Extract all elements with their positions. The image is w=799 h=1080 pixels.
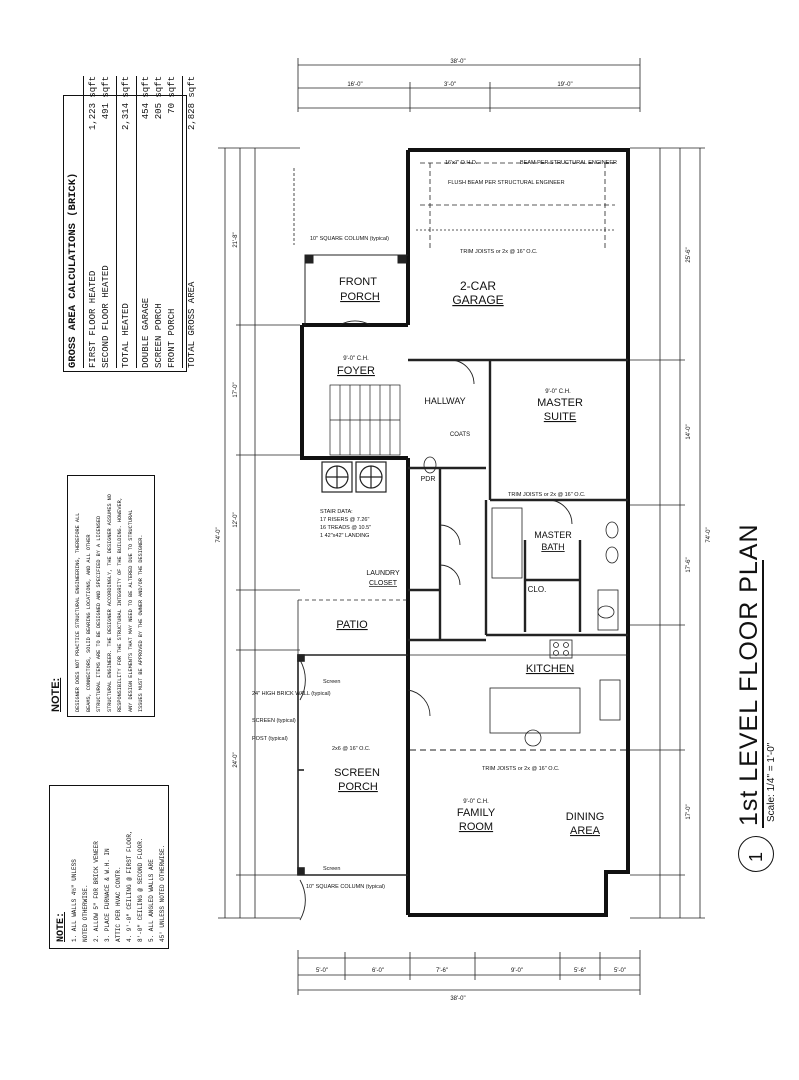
dim-left-segment: 12'-0" <box>233 512 239 527</box>
master-bath-label: MASTER <box>534 530 572 540</box>
family-room-label-2: ROOM <box>459 821 493 833</box>
family-room-label: FAMILY <box>457 807 496 819</box>
stair-data-line: 16 TREADS @ 10.5" <box>320 525 371 531</box>
stair-data-line: 17 RISERS @ 7.26" <box>320 517 369 523</box>
front-porch-label-2: PORCH <box>340 291 380 303</box>
garage-door-label: 16'x7' O.H.D. <box>445 160 478 166</box>
trim-porch-label: 2x6 @ 16" O.C. <box>332 746 371 752</box>
screen-door-label-2: Screen <box>323 866 340 872</box>
column-bottom-label: 10" SQUARE COLUMN (typical) <box>306 884 385 890</box>
dim-overall-width: 38'-0" <box>450 59 465 65</box>
dim-right-segment: 14'-0" <box>686 424 692 439</box>
trim-family-label: TRIM JOISTS or 2x @ 16" O.C. <box>482 766 560 772</box>
stair-data-line: STAIR DATA: <box>320 509 353 515</box>
screen-porch <box>297 599 408 876</box>
plan-title-underline <box>762 560 764 828</box>
laundry-label: LAUNDRY <box>366 570 400 577</box>
garage-details <box>416 162 615 250</box>
dim-top-segment: 19'-0" <box>557 82 572 88</box>
kitchen-label: KITCHEN <box>526 663 574 675</box>
room-labels: FRONT PORCH 2-CAR GARAGE 9'-0" C.H. FOYE… <box>334 276 604 837</box>
dim-bottom-segment: 5'-0" <box>614 968 626 974</box>
dim-top-segment: 3'-0" <box>444 82 456 88</box>
screen-porch-label: SCREEN <box>334 767 380 779</box>
dim-left-segment: 24'-0" <box>233 752 239 767</box>
dim-bottom-segment: 5'-0" <box>316 968 328 974</box>
garage-label-2: GARAGE <box>452 293 503 307</box>
dim-bottom-segment: 5'-6" <box>574 968 586 974</box>
pdr-label: PDR <box>421 476 436 483</box>
garage-label: 2-CAR <box>460 279 496 293</box>
screen-door-label: Screen <box>323 679 340 685</box>
annotations: 16'x7' O.H.D. BEAM PER STRUCTURAL ENGINE… <box>252 160 617 890</box>
dining-label-2: AREA <box>570 825 601 837</box>
stairs <box>329 384 401 456</box>
dim-left-segment: 17'-0" <box>233 382 239 397</box>
master-bath-label-2: BATH <box>541 542 564 552</box>
post-label: POST (typical) <box>252 736 288 742</box>
front-porch-label: FRONT <box>339 276 377 288</box>
gross-area-table <box>63 95 187 372</box>
dining-label: DINING <box>566 811 605 823</box>
hvac-units <box>321 461 387 493</box>
dim-bottom-segment: 7'-6" <box>436 968 448 974</box>
column-top-label: 10" SQUARE COLUMN (typical) <box>310 236 389 242</box>
beam-label: BEAM PER STRUCTURAL ENGINEER <box>520 160 617 166</box>
dimension-labels: 38'-0" 16'-0" 3'-0" 19'-0" 5'-0" 6'-0" 7… <box>216 59 712 1002</box>
dim-right-segment: 17'-6" <box>686 557 692 572</box>
screen-label: SCREEN (typical) <box>252 718 296 724</box>
master-suite-height: 9'-0" C.H. <box>545 389 571 395</box>
front-porch <box>304 254 408 325</box>
fixtures <box>410 456 628 747</box>
hallway-label: HALLWAY <box>424 396 465 406</box>
dim-bottom-segment: 6'-0" <box>372 968 384 974</box>
trim-master-label: TRIM JOISTS or 2x @ 16" O.C. <box>508 492 586 498</box>
general-note-box <box>49 785 169 949</box>
master-suite-label: MASTER <box>537 397 583 409</box>
stair-data-line: 1 42"x42" LANDING <box>320 533 369 539</box>
screen-porch-label-2: PORCH <box>338 781 378 793</box>
disclaimer-note-box <box>67 475 155 717</box>
interior-walls <box>408 358 628 751</box>
dim-left-segment: 21'-8" <box>233 232 239 247</box>
exterior-walls <box>300 148 630 917</box>
closet-label: CLO. <box>528 585 547 594</box>
dim-right-segment: 17'-0" <box>686 804 692 819</box>
patio-label: PATIO <box>336 619 368 631</box>
foyer-height: 9'-0" C.H. <box>343 356 369 362</box>
flush-beam-label: FLUSH BEAM PER STRUCTURAL ENGINEER <box>448 180 565 186</box>
brick-wall-label: 24" HIGH BRICK WALL (typical) <box>252 691 331 697</box>
plan-number-circle <box>738 836 774 872</box>
dim-bottom-segment: 9'-0" <box>511 968 523 974</box>
coats-label: COATS <box>450 432 470 438</box>
dim-right-segment: 25'-6" <box>686 247 692 262</box>
dimension-lines <box>218 58 705 995</box>
dim-overall-length: 74'-0" <box>216 527 222 542</box>
foyer-label: FOYER <box>337 365 375 377</box>
doors <box>299 320 573 921</box>
dim-overall-width-bottom: 38'-0" <box>450 996 465 1002</box>
dim-top-segment: 16'-0" <box>347 82 362 88</box>
dim-overall-length-right: 74'-0" <box>706 527 712 542</box>
family-room-height: 9'-0" C.H. <box>463 799 489 805</box>
master-suite-label-2: SUITE <box>544 411 576 423</box>
trim-garage-label: TRIM JOISTS or 2x @ 16" O.C. <box>460 249 538 255</box>
laundry-label-2: CLOSET <box>369 580 398 587</box>
